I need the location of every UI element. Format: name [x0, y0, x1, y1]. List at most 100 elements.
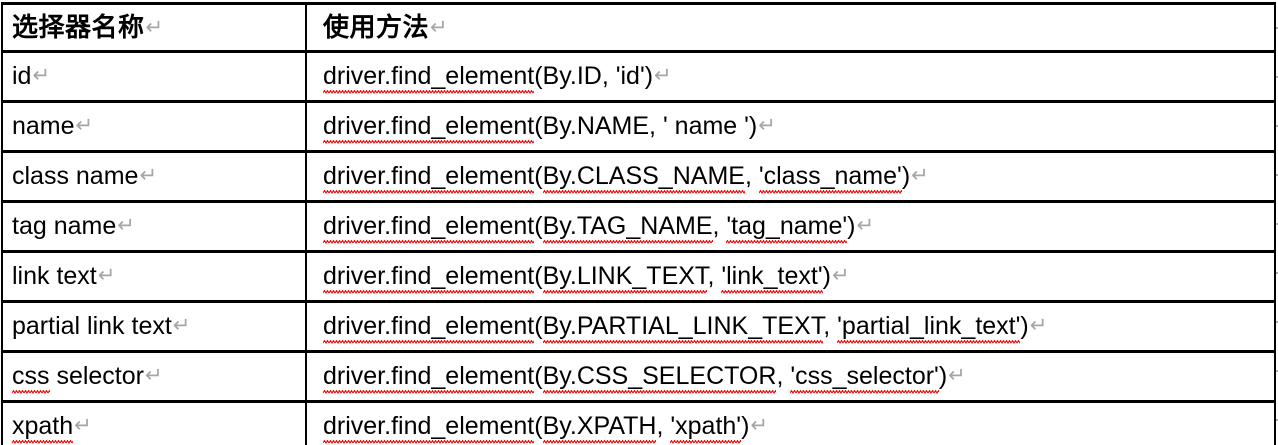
selector-name-text: class name — [12, 163, 138, 189]
usage-code-text: driver.find_element(By.LINK_TEXT, 'link_… — [323, 262, 831, 295]
paragraph-mark-icon: ↵ — [750, 413, 769, 438]
paragraph-mark-icon: ↵ — [74, 413, 92, 438]
cell-selector-name: link text↵ — [1, 250, 306, 302]
table-row: link text↵ driver.find_element(By.LINK_TE… — [1, 250, 1276, 302]
usage-code-part-0: driver.find_element — [323, 62, 535, 95]
usage-code-part-2: By.TAG_NAME — [542, 212, 713, 245]
usage-code-part-3: , — [776, 362, 791, 391]
row-end-mark — [1276, 27, 1278, 29]
usage-code-part-5: ) — [741, 412, 750, 441]
usage-code-part-5: ) — [938, 362, 948, 391]
usage-code-part-1: ( — [534, 412, 543, 441]
cell-content: driver.find_element(By.TAG_NAME, 'tag_na… — [323, 212, 1274, 245]
selector-name-text: name — [12, 113, 75, 139]
usage-code-part-0: driver.find_element — [323, 212, 535, 245]
usage-code-part-1: ( — [534, 262, 543, 291]
usage-code-part-3: , — [712, 212, 727, 241]
paragraph-mark-icon: ↵ — [831, 263, 850, 288]
cell-usage-code: driver.find_element(By.ID, 'id')↵ — [305, 50, 1276, 102]
cell-content: driver.find_element(By.PARTIAL_LINK_TEXT… — [323, 312, 1274, 345]
usage-code-part-3: , — [744, 162, 759, 191]
cell-content: driver.find_element(By.NAME, ' name ')↵ — [323, 112, 1274, 145]
row-end-mark — [1276, 272, 1278, 274]
row-end-mark — [1276, 419, 1278, 421]
selector-name-part-0: partial link text — [12, 312, 172, 341]
usage-code-part-5: ) — [901, 162, 911, 191]
cell-selector-name: xpath↵ — [1, 400, 306, 445]
row-end-mark — [1276, 370, 1278, 372]
column-header-usage: 使用方法↵ — [305, 2, 1276, 52]
cell-content: 选择器名称↵ — [12, 14, 305, 40]
paragraph-mark-icon: ↵ — [758, 113, 776, 138]
column-header-label-name: 选择器名称 — [12, 12, 145, 43]
cell-selector-name: partial link text↵ — [1, 300, 306, 352]
row-end-mark — [1276, 76, 1278, 78]
usage-code-text: driver.find_element(By.CSS_SELECTOR, 'cs… — [323, 362, 948, 395]
cell-usage-code: driver.find_element(By.PARTIAL_LINK_TEXT… — [305, 300, 1276, 352]
usage-code-part-3: , — [656, 412, 671, 441]
paragraph-mark-icon: ↵ — [139, 163, 158, 188]
usage-code-part-0: driver.find_element — [323, 362, 535, 395]
cell-selector-name: id↵ — [1, 50, 306, 102]
cell-content: driver.find_element(By.CSS_SELECTOR, 'cs… — [323, 362, 1274, 395]
usage-code-part-1: ( — [534, 212, 543, 241]
table-row: css selector↵ driver.find_element(By.CSS_… — [1, 350, 1276, 402]
cell-content: driver.find_element(By.CLASS_NAME, 'clas… — [323, 162, 1274, 195]
cell-selector-name: css selector↵ — [1, 350, 306, 402]
usage-code-text: driver.find_element(By.NAME, ' name ') — [323, 112, 758, 145]
row-end-mark — [1276, 125, 1278, 127]
selector-name-text: partial link text — [12, 313, 172, 339]
cell-selector-name: class name↵ — [1, 150, 306, 202]
usage-code-part-4: 'xpath' — [670, 412, 742, 445]
cell-content: driver.find_element(By.ID, 'id')↵ — [323, 62, 1274, 95]
cell-content: driver.find_element(By.XPATH, 'xpath')↵ — [323, 412, 1274, 445]
usage-code-part-0: driver.find_element — [323, 162, 535, 195]
usage-code-text: driver.find_element(By.CLASS_NAME, 'clas… — [323, 162, 911, 195]
usage-code-part-5: ) — [822, 262, 831, 291]
usage-code-part-2: By.LINK_TEXT — [542, 262, 708, 295]
cell-content: partial link text↵ — [12, 313, 305, 339]
usage-code-part-4: 'css_selector' — [790, 362, 939, 395]
selector-name-text: tag name — [12, 213, 116, 239]
usage-code-part-0: driver.find_element — [323, 312, 535, 345]
cell-selector-name: name↵ — [1, 100, 306, 152]
usage-code-part-2: By.XPATH — [542, 412, 657, 445]
usage-code-part-4: 'tag_name' — [726, 212, 848, 245]
cell-content: link text↵ — [12, 263, 305, 289]
cell-usage-code: driver.find_element(By.TAG_NAME, 'tag_na… — [305, 200, 1276, 252]
paragraph-mark-icon: ↵ — [430, 15, 448, 40]
usage-code-text: driver.find_element(By.TAG_NAME, 'tag_na… — [323, 212, 856, 245]
paragraph-mark-icon: ↵ — [1029, 313, 1048, 338]
usage-code-part-4: 'partial_link_text' — [837, 312, 1021, 345]
selector-name-text: xpath — [12, 412, 74, 445]
usage-code-part-3: , — [823, 312, 838, 341]
usage-code-part-1: (By.NAME, ' name ') — [534, 112, 758, 141]
cell-usage-code: driver.find_element(By.NAME, ' name ')↵ — [305, 100, 1276, 152]
selector-name-part-1: selector — [49, 362, 144, 391]
usage-code-text: driver.find_element(By.ID, 'id') — [323, 62, 653, 95]
usage-code-text: driver.find_element(By.PARTIAL_LINK_TEXT… — [323, 312, 1029, 345]
usage-code-part-0: driver.find_element — [323, 412, 535, 445]
selector-name-part-0: id — [12, 62, 32, 91]
cell-usage-code: driver.find_element(By.LINK_TEXT, 'link_… — [305, 250, 1276, 302]
cell-content: name↵ — [12, 113, 305, 139]
cell-usage-code: driver.find_element(By.CSS_SELECTOR, 'cs… — [305, 350, 1276, 402]
table-header-row: 选择器名称↵使用方法↵ — [1, 2, 1276, 52]
cell-selector-name: tag name↵ — [1, 200, 306, 252]
selector-name-text: css selector — [12, 362, 144, 395]
selector-name-part-0: class name — [12, 162, 139, 191]
table-row: xpath↵driver.find_element(By.XPATH, 'xpa… — [1, 400, 1276, 445]
usage-code-part-4: 'link_text' — [721, 262, 823, 295]
usage-code-part-0: driver.find_element — [323, 112, 535, 145]
paragraph-mark-icon: ↵ — [145, 15, 164, 40]
cell-content: 使用方法↵ — [323, 14, 1274, 40]
usage-code-part-5: ) — [847, 212, 856, 241]
cell-content: tag name↵ — [12, 213, 305, 239]
cell-content: class name↵ — [12, 163, 305, 189]
cell-usage-code: driver.find_element(By.XPATH, 'xpath')↵ — [305, 400, 1276, 445]
paragraph-mark-icon: ↵ — [97, 263, 116, 288]
usage-code-part-2: By.CLASS_NAME — [542, 162, 745, 195]
paragraph-mark-icon: ↵ — [75, 113, 94, 138]
cell-usage-code: driver.find_element(By.CLASS_NAME, 'clas… — [305, 150, 1276, 202]
